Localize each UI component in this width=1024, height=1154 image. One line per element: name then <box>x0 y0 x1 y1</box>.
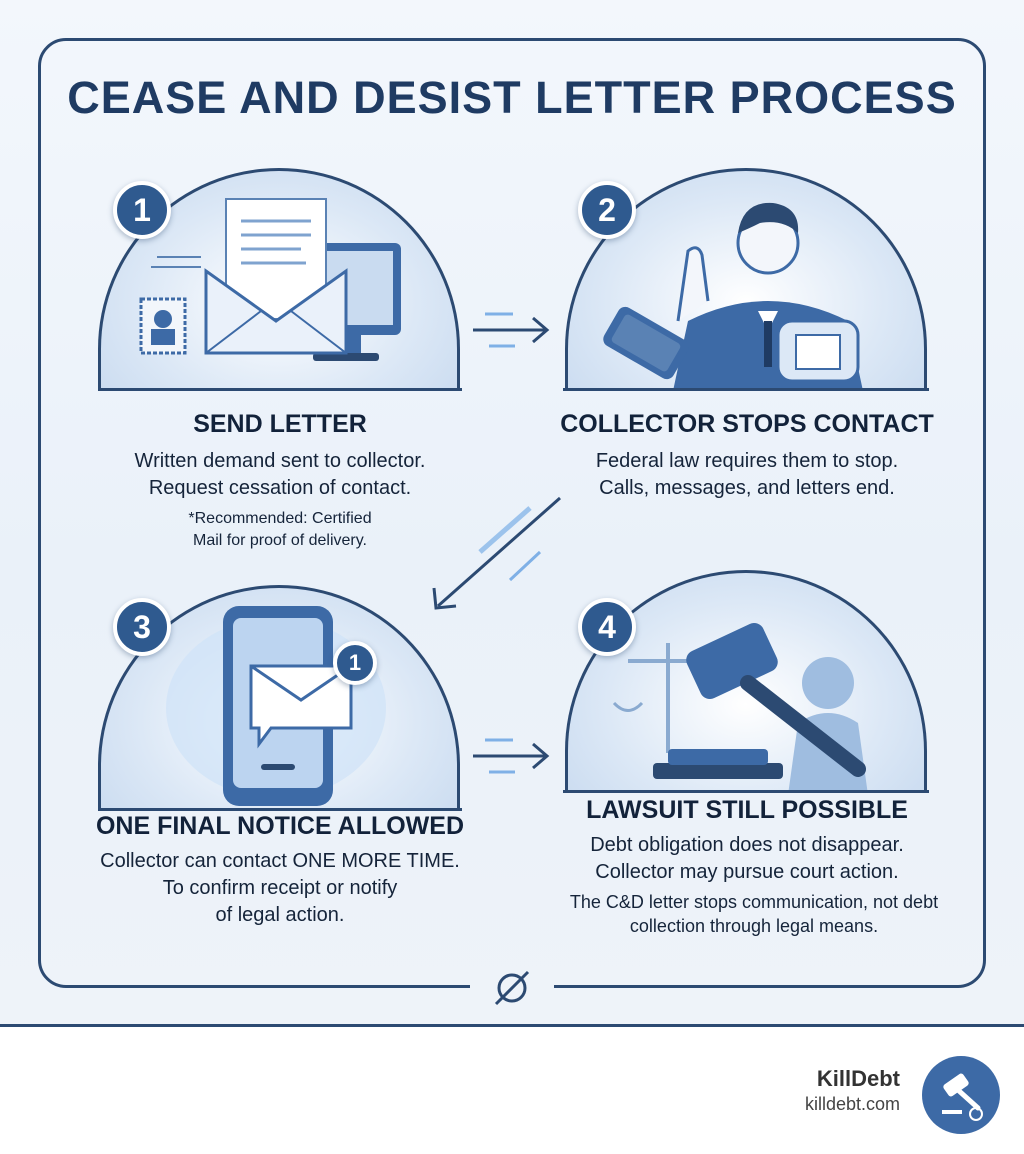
brand-url: killdebt.com <box>804 1094 900 1114</box>
brand-block: KillDebt killdebt.com <box>805 1066 900 1115</box>
step-1-line-1: Written demand sent to collector. <box>134 450 426 472</box>
step-1-desc: Written demand sent to collector. Reques… <box>88 448 472 502</box>
step-3-line-2: To confirm receipt or notify <box>162 877 398 899</box>
step-4-line-1: Debt obligation does not disappear. <box>590 834 904 856</box>
step-1-badge: 1 <box>113 181 171 239</box>
page-title: CEASE AND DESIST LETTER PROCESS <box>67 72 957 123</box>
step-2-base <box>563 388 929 391</box>
step-3-desc: Collector can contact ONE MORE TIME. To … <box>78 848 482 929</box>
step-2-title: COLLECTOR STOPS CONTACT <box>560 410 934 438</box>
step-4-title: LAWSUIT STILL POSSIBLE <box>586 796 908 824</box>
step-2-line-1: Federal law requires them to stop. <box>595 450 899 472</box>
step-4-note: The C&D letter stops communication, not … <box>569 892 939 936</box>
step-3-title: ONE FINAL NOTICE ALLOWED <box>95 812 465 840</box>
step-2-badge: 2 <box>578 181 636 239</box>
brand-name: KillDebt <box>816 1066 900 1091</box>
step-4-line-2: Collector may pursue court action. <box>595 861 899 883</box>
gavel-scales-icon <box>612 622 868 792</box>
phone-message-icon <box>166 606 386 806</box>
step-2-line-2: Calls, messages, and letters end. <box>599 477 895 499</box>
stop-hand-agent-icon <box>603 202 863 390</box>
infographic-canvas: CEASE AND DESIST LETTER PROCESS 1 SEND L… <box>0 0 1024 1026</box>
step-4-base <box>563 790 929 793</box>
brand-logo-icon <box>922 1056 1000 1134</box>
step-3-line-3: of legal action. <box>215 904 345 926</box>
step-3-base <box>98 808 462 811</box>
no-debt-icon <box>494 970 530 1006</box>
step-4-desc: Debt obligation does not disappear. Coll… <box>545 832 949 886</box>
step-2-desc: Federal law requires them to stop. Calls… <box>545 448 949 502</box>
step-1-line-2: Request cessation of contact. <box>148 477 412 499</box>
step-1-illustration <box>98 168 460 390</box>
step-3-line-1: Collector can contact ONE MORE TIME. <box>100 850 460 872</box>
step-1-note: *Recommended: Certified Mail for proof o… <box>188 510 372 549</box>
step-3-badge: 3 <box>113 598 171 656</box>
notification-badge: 1 <box>333 641 377 685</box>
step-1-title: SEND LETTER <box>193 410 367 438</box>
arrow-diagonal-icon <box>432 496 561 610</box>
envelope-monitor-icon <box>139 198 401 361</box>
arrow-right-icon <box>473 312 550 348</box>
arrow-right-icon <box>473 738 550 774</box>
step-4-badge: 4 <box>578 598 636 656</box>
step-1-base <box>98 388 462 391</box>
footer-divider <box>0 1024 1024 1027</box>
